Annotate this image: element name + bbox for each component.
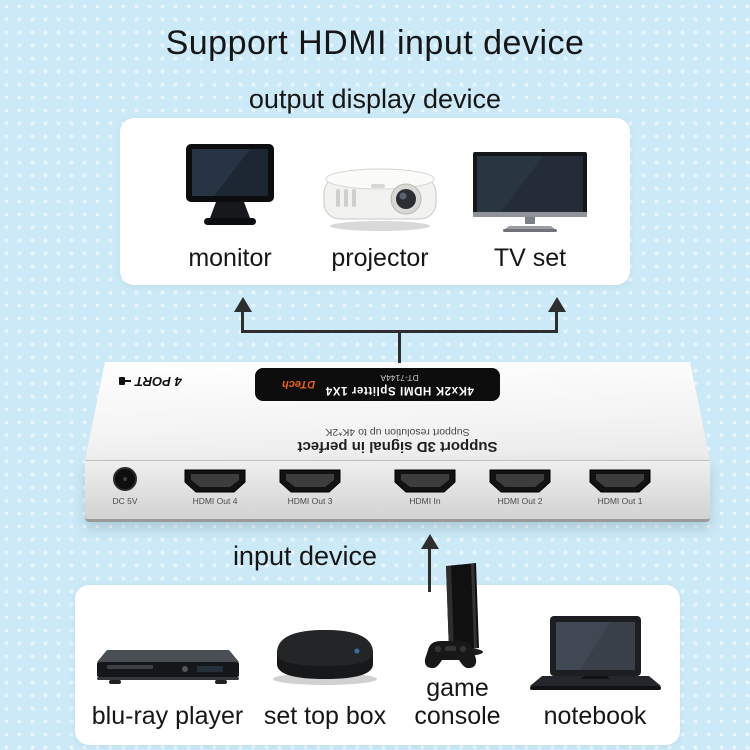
hdmi-connector-icon: [394, 469, 456, 493]
connector-stem: [398, 331, 401, 363]
brand-logo: DTech: [281, 378, 315, 391]
model-plate: 4Kx2K HDMI Splitter 1X4 DT-7144A DTech: [255, 368, 500, 401]
model-line1: 4Kx2K HDMI Splitter 1X4: [324, 384, 474, 396]
arrow-input-shaft: [428, 548, 431, 592]
port-count-text: 4 PORT: [135, 374, 182, 389]
page-title: Support HDMI input device: [165, 24, 585, 62]
dc-power-block: DC 5V: [95, 467, 155, 506]
input-section-label: input device: [232, 541, 378, 571]
device-label: monitor: [188, 244, 272, 273]
plug-icon: [118, 377, 132, 387]
hdmi-splitter-device: 4 PORT 4Kx2K HDMI Splitter 1X4 DT-7144A …: [85, 362, 710, 522]
game-console-icon: [410, 562, 505, 670]
hdmi-connector-icon: [589, 469, 651, 493]
output-section-label: output display device: [248, 84, 502, 114]
hdmi-connector-icon: [184, 469, 246, 493]
device-label: set top box: [263, 702, 387, 731]
device-label: game console: [414, 673, 501, 731]
device-label: notebook: [543, 702, 647, 731]
dc-power-jack: [113, 467, 137, 491]
hdmi-port-out1: HDMI Out 1: [585, 469, 655, 506]
list-item-bluray: blu-ray player: [85, 585, 250, 745]
model-line2: DT-7144A: [379, 373, 419, 383]
projector-icon: [319, 154, 441, 234]
crt-monitor-icon: [180, 142, 280, 234]
hdmi-port-in: HDMI In: [390, 469, 460, 506]
hdmi-port-out4: HDMI Out 4: [180, 469, 250, 506]
set-top-box-icon: [269, 624, 381, 686]
port-label: HDMI Out 3: [287, 496, 333, 506]
arrow-up-left-icon: [234, 297, 252, 312]
connector-right-shaft: [555, 311, 558, 332]
port-label: HDMI Out 4: [192, 496, 238, 506]
output-devices-card: monitor projector: [120, 118, 630, 285]
port-label: HDMI In: [409, 496, 441, 506]
feature-3d-text: Support 3D signal in perfect: [297, 438, 498, 455]
port-count-label: 4 PORT: [110, 374, 190, 389]
input-devices-card: blu-ray player set top box: [75, 562, 680, 745]
connector-left-shaft: [241, 311, 244, 332]
arrow-up-right-icon: [548, 297, 566, 312]
list-item-console: game console: [400, 562, 515, 745]
hdmi-port-out2: HDMI Out 2: [485, 469, 555, 506]
port-label-dc: DC 5V: [112, 496, 138, 506]
device-label: TV set: [493, 244, 567, 273]
device-label: projector: [331, 244, 429, 273]
device-label: blu-ray player: [91, 702, 244, 731]
list-item-projector: projector: [305, 118, 455, 285]
splitter-top-face: 4 PORT 4Kx2K HDMI Splitter 1X4 DT-7144A …: [85, 362, 710, 460]
list-item-settop: set top box: [255, 585, 395, 745]
list-item-tv-set: TV set: [455, 118, 605, 285]
tv-icon: [471, 150, 589, 234]
model-text: 4Kx2K HDMI Splitter 1X4 DT-7144A: [325, 373, 474, 396]
bluray-player-icon: [93, 644, 243, 686]
notebook-icon: [528, 614, 663, 692]
list-item-monitor: monitor: [155, 118, 305, 285]
hdmi-connector-icon: [279, 469, 341, 493]
splitter-front-face: DC 5V HDMI Out 4 HDMI Out 3: [85, 460, 710, 522]
arrow-input-to-splitter-icon: [421, 534, 439, 549]
port-label: HDMI Out 1: [597, 496, 643, 506]
feature-resolution-text: Support resolution up to 4K*2K: [325, 426, 470, 438]
hdmi-connector-icon: [489, 469, 551, 493]
hdmi-port-out3: HDMI Out 3: [275, 469, 345, 506]
port-label: HDMI Out 2: [497, 496, 543, 506]
list-item-notebook: notebook: [520, 585, 670, 745]
